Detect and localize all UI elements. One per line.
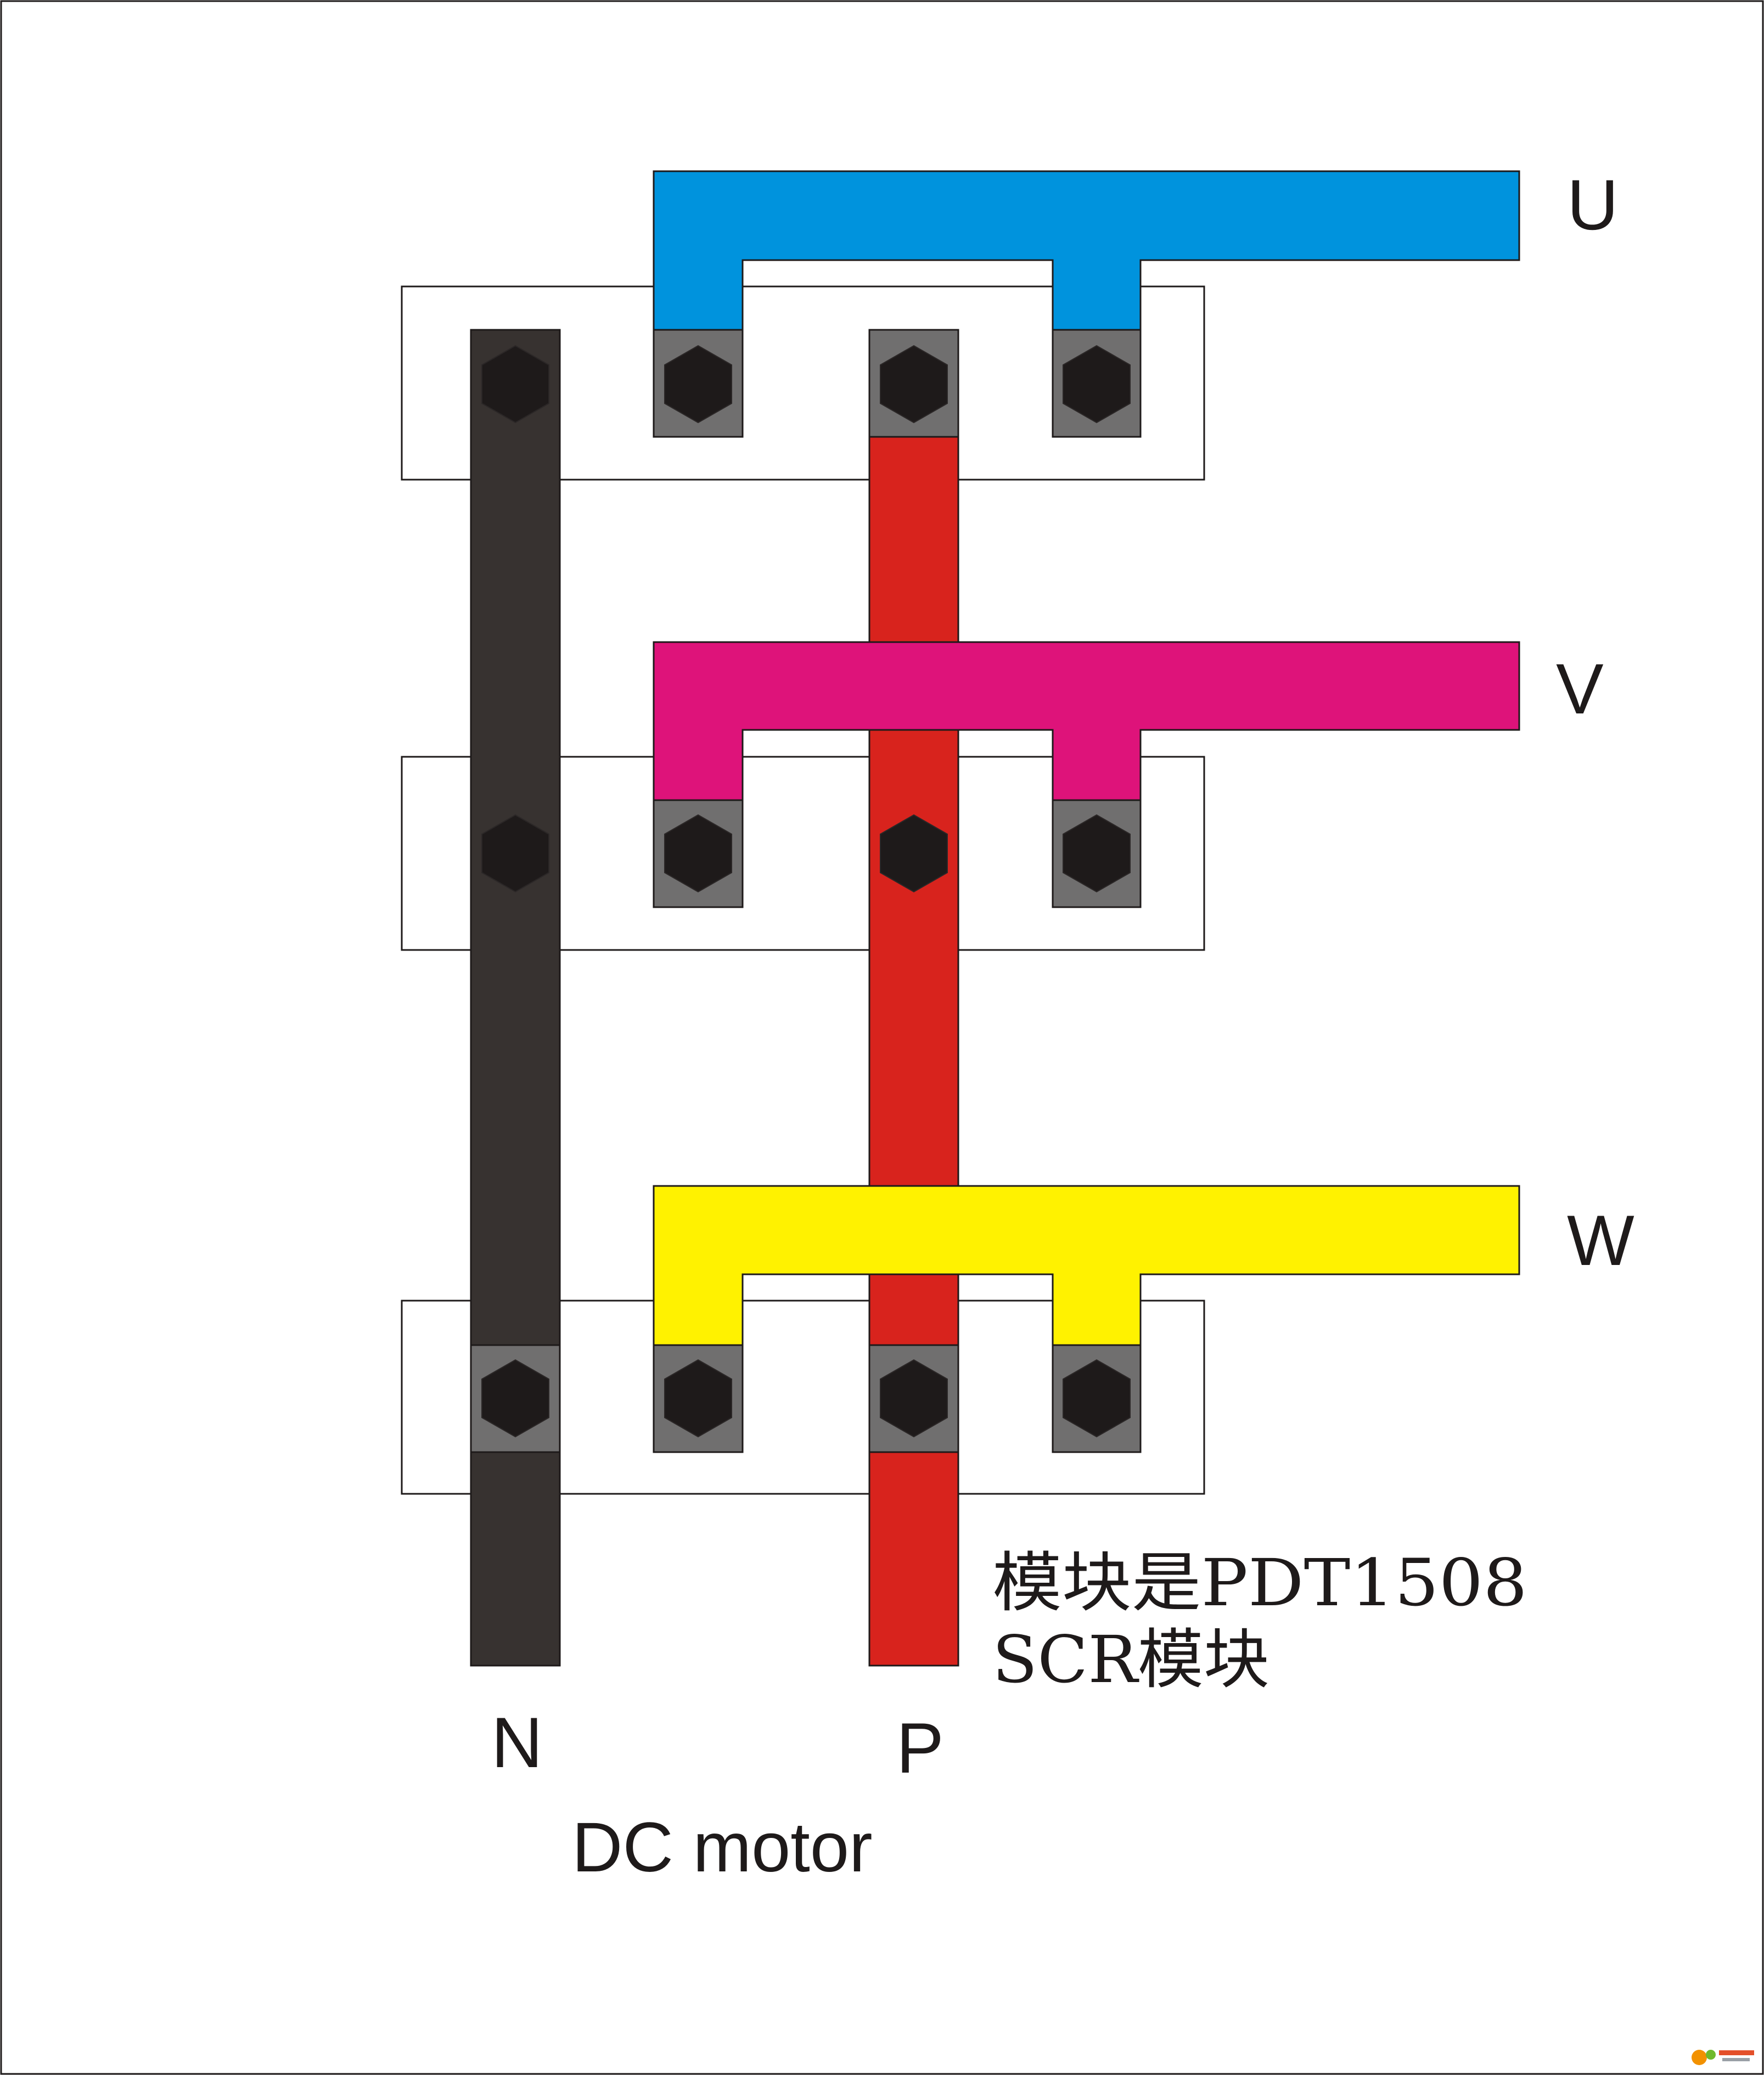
bus-n [470,329,561,1667]
label-terminal-n: N [491,1702,543,1782]
module-note-line-1: 模块是PDT1508 [992,1545,1527,1621]
label-phase-u: U [1567,165,1619,245]
watermark-logo [1692,2050,1754,2065]
watermark-mark [1722,2058,1750,2061]
label-phase-w: W [1567,1200,1634,1280]
gear-icon [1706,2050,1716,2060]
watermark-mark [1719,2050,1754,2055]
label-motor: DC motor [572,1808,873,1887]
label-terminal-p: P [896,1708,944,1788]
bus-p [868,436,959,1667]
label-phase-v: V [1556,649,1604,729]
module-note-line-2: SCR模块 [992,1622,1269,1697]
gear-icon [1692,2050,1707,2065]
